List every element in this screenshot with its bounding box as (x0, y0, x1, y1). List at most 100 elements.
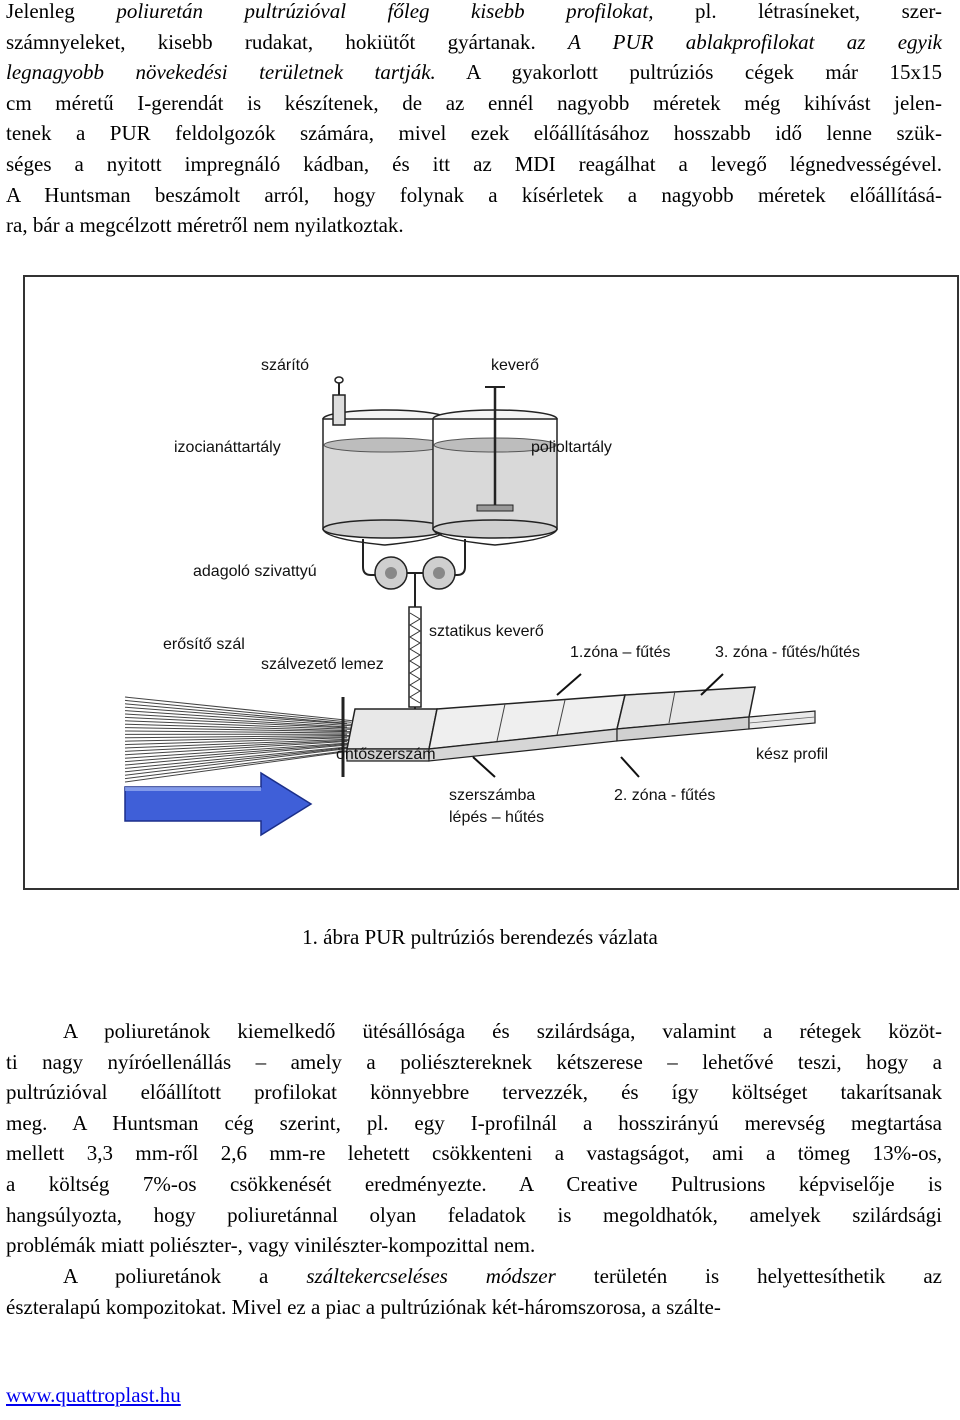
label-zone-1: 1.zóna – fűtés (570, 644, 671, 661)
fiber-strand (124, 739, 352, 752)
paragraph-filament-winding: A poliuretánok a száltekercseléses módsz… (6, 1261, 942, 1322)
figure-caption: 1. ábra PUR pultrúziós berendezés vázlat… (302, 925, 658, 949)
text-line: mellett 3,3 mm-ről 2,6 mm-re lehetett cs… (6, 1138, 942, 1169)
text-run: pl. létrasíneket, szer- (653, 0, 942, 23)
text-run: A gyakorlott pultrúziós cégek már 15x15 (435, 60, 942, 85)
text-line: ti nagy nyíróellenállás – amely a poliés… (6, 1047, 942, 1078)
text-line: tenek a PUR feldolgozók számára, mivel e… (6, 118, 942, 149)
text-run: séges a nyitott impregnáló kádban, és it… (6, 151, 942, 176)
leader-lines (472, 673, 724, 778)
fiber-strand (124, 740, 348, 756)
italic-text: A PUR ablakprofilokat az egyik (567, 29, 942, 54)
text-run: A Huntsman beszámolt arról, hogy folynak… (6, 182, 942, 207)
text-run: észteralapú kompozitokat. Mivel ez a pia… (6, 1294, 721, 1319)
text-run: tenek a PUR feldolgozók számára, mivel e… (6, 121, 942, 146)
dryer-unit (332, 376, 346, 426)
feed-pipes (362, 539, 466, 576)
text-line: ra, bár a megcélzott méretről nem nyilat… (6, 210, 942, 241)
fiber-strand (124, 734, 356, 739)
fiber-strand (124, 723, 348, 732)
footer-website-link[interactable]: www.quattroplast.hu (6, 1383, 181, 1407)
fiber-strand (124, 710, 352, 727)
text-line: hangsúlyozta, hogy poliuretánnal olyan f… (6, 1200, 942, 1231)
fiber-strand (124, 716, 356, 729)
fiber-strand (124, 750, 352, 783)
isocyanate-liquid (324, 445, 446, 529)
text-run: mellett 3,3 mm-ről 2,6 mm-re lehetett cs… (6, 1141, 942, 1166)
figure-pultrusion-diagram: szárító keverő izocianáttartály poliolta… (23, 275, 959, 890)
text-run: Jelenleg (6, 0, 117, 23)
text-line: A Huntsman beszámolt arról, hogy folynak… (6, 180, 942, 211)
text-run: pultrúzióval előállított profilokat könn… (6, 1080, 942, 1105)
text-run: területén is helyettesíthetik az (555, 1264, 943, 1288)
text-line: számnyeleket, kisebb rudakat, hokiütőt g… (6, 27, 942, 58)
fiber-strand (124, 744, 348, 766)
text-run: cm méretű I-gerendát is készítenek, de a… (6, 90, 942, 115)
label-dryer: szárító (261, 357, 310, 374)
italic-text: poliuretán pultrúzióval főleg kisebb pro… (116, 0, 654, 23)
label-finished-profile: kész profil (756, 746, 829, 763)
text-line: cm méretű I-gerendát is készítenek, de a… (6, 88, 942, 119)
isocyanate-tank (322, 409, 448, 546)
label-metering-pump: adagoló szivattyú (193, 563, 317, 580)
text-run: ti nagy nyíróellenállás – amely a poliés… (6, 1049, 942, 1074)
fiber-strand (124, 727, 356, 733)
text-run: meg. A Huntsman cég szerint, pl. egy I-p… (6, 1110, 942, 1135)
pultrusion-equipment-drawing (124, 376, 816, 837)
label-isocyanate-tank: izocianáttartály (174, 439, 281, 456)
text-line: a költség 7%-os csökkenését eredményezte… (6, 1169, 942, 1200)
text-run: számnyeleket, kisebb rudakat, hokiütőt g… (6, 29, 568, 54)
text-line: meg. A Huntsman cég szerint, pl. egy I-p… (6, 1108, 942, 1139)
label-zone-3: 3. zóna - fűtés/hűtés (715, 644, 860, 661)
fiber-strand (124, 737, 348, 746)
fiber-strand (124, 699, 352, 723)
text-line: A poliuretánok a száltekercseléses módsz… (6, 1261, 942, 1292)
text-line: problémák miatt poliészter-, vagy vinilé… (6, 1230, 942, 1261)
casting-tool (346, 686, 756, 762)
fiber-strand (124, 706, 356, 726)
pull-direction-arrow (124, 771, 313, 837)
text-run: problémák miatt poliészter-, vagy vinilé… (6, 1233, 536, 1258)
label-reinforcing-fiber: erősítő szál (163, 636, 245, 653)
fiber-strand (124, 749, 356, 780)
finished-profile (748, 710, 816, 730)
reinforcing-fibers (124, 696, 356, 783)
metering-pumps (374, 556, 456, 607)
label-zone-2: 2. zóna - fűtés (614, 787, 716, 804)
label-fiber-guide-plate: szálvezető lemez (261, 656, 384, 673)
fiber-strand (124, 742, 356, 759)
label-casting-tool: öntőszerszám (336, 746, 436, 763)
fiber-strand (124, 746, 352, 773)
label-mixer: keverő (491, 357, 540, 374)
label-static-mixer: sztatikus keverő (429, 623, 544, 640)
text-line: legnagyobb növekedési területnek tartják… (6, 57, 942, 88)
mixer-stirrer (476, 386, 514, 512)
label-tool-entry-line-1: szerszámba (449, 787, 536, 804)
label-tool-entry-line-2: lépés – hűtés (449, 809, 545, 826)
text-line: pultrúzióval előállított profilokat könn… (6, 1077, 942, 1108)
label-polyol-tank: polioltartály (531, 439, 612, 456)
text-run: A poliuretánok a (63, 1264, 307, 1288)
italic-text: száltekercseléses módszer (306, 1264, 556, 1288)
text-line: Jelenleg poliuretán pultrúzióval főleg k… (6, 0, 942, 27)
fiber-strand (124, 736, 352, 742)
text-line: séges a nyitott impregnáló kádban, és it… (6, 149, 942, 180)
text-run: ra, bár a megcélzott méretről nem nyilat… (6, 213, 404, 238)
fiber-strand (124, 730, 352, 734)
fiber-strand (124, 696, 356, 722)
italic-text: legnagyobb növekedési területnek tartják… (6, 60, 436, 85)
fiber-strand (124, 720, 352, 730)
text-line: A poliuretánok kiemelkedő ütésállósága é… (6, 1016, 942, 1047)
paragraph-polyurethane-advantages: A poliuretánok kiemelkedő ütésállósága é… (6, 1016, 942, 1261)
paragraph-pultrusion-products: Jelenleg poliuretán pultrúzióval főleg k… (6, 0, 942, 241)
fiber-strand (124, 745, 356, 769)
text-line: észteralapú kompozitokat. Mivel ez a pia… (6, 1292, 942, 1323)
fiber-strand (124, 743, 352, 763)
fiber-strand (124, 703, 348, 724)
text-run: A poliuretánok kiemelkedő ütésállósága é… (63, 1019, 942, 1043)
fiber-strand (124, 748, 348, 776)
text-run: hangsúlyozta, hogy poliuretánnal olyan f… (6, 1202, 942, 1227)
text-run: a költség 7%-os csökkenését eredményezte… (6, 1171, 942, 1196)
static-mixer (408, 606, 422, 717)
fiber-strand (124, 713, 348, 728)
